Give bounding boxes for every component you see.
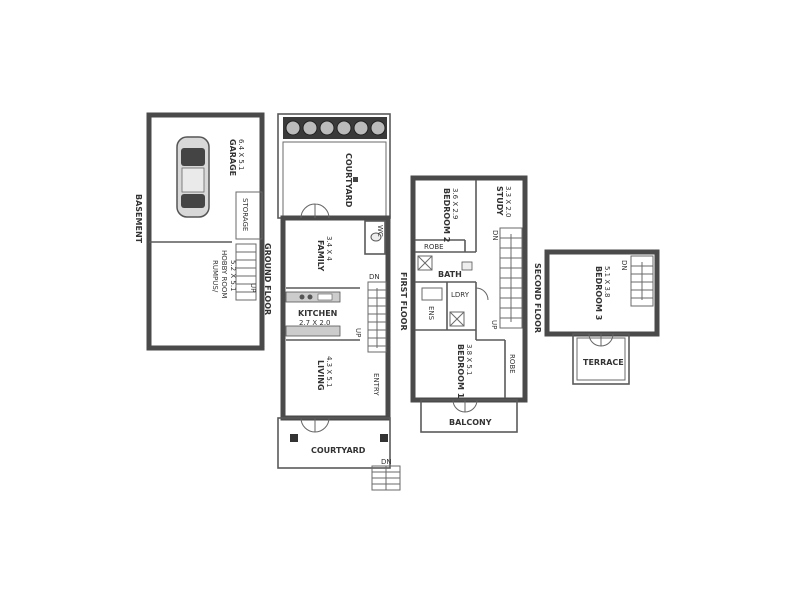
label-family-size: 3.4 X 4 (325, 236, 333, 261)
ground-floor-plan: GROUND FLOOR COURTYARD FAMILY 3.4 X 4 WC… (263, 113, 401, 491)
first-floor-stair (499, 227, 523, 329)
stair-up-first: UP (490, 320, 498, 329)
label-bedroom2-size: 3.6 X 2.9 (451, 188, 459, 220)
stair-dn-first: DN (491, 230, 499, 241)
ground-stair (367, 281, 387, 353)
second-floor-plan: SECOND FLOOR BEDROOM 3 5.1 X 3.8 DN TERR… (533, 249, 660, 385)
label-bedroom1-size: 3.8 X 5.1 (465, 344, 473, 376)
label-kitchen: KITCHEN (298, 309, 337, 318)
planter-row (283, 117, 387, 139)
label-robe-upper: ROBE (424, 243, 444, 251)
label-entry: ENTRY (372, 373, 380, 396)
stair-up-basement: UP (249, 283, 257, 292)
label-rumpus-2: HOBBY ROOM (220, 250, 228, 298)
stair-up-ground: UP (354, 328, 362, 337)
label-ldry: LDRY (451, 291, 470, 299)
stair-dn-ground-bottom: DN (381, 458, 392, 466)
label-bedroom2: BEDROOM 2 (442, 188, 451, 242)
basement-plan: BASEMENT GARAGE 6.4 X 5.1 STORAGE RUMPUS… (134, 112, 265, 351)
label-bath: BATH (438, 270, 462, 279)
label-courtyard-bottom: COURTYARD (311, 446, 366, 455)
label-study-size: 3.3 X 2.0 (504, 186, 512, 218)
label-terrace: TERRACE (583, 358, 624, 367)
label-family: FAMILY (316, 240, 325, 272)
stair-dn-ground: DN (369, 273, 380, 281)
basement-stair (235, 243, 257, 301)
label-wc: WC (376, 225, 384, 237)
label-study: STUDY (495, 186, 504, 216)
label-living: LIVING (316, 360, 325, 391)
label-living-size: 4.3 X 5.1 (325, 356, 333, 388)
label-storage: STORAGE (241, 198, 249, 231)
label-basement: BASEMENT (134, 194, 143, 244)
label-ground-floor: GROUND FLOOR (263, 243, 272, 315)
label-bedroom1: BEDROOM 1 (456, 344, 465, 399)
first-floor-plan: FIRST FLOOR BEDROOM 2 3.6 X 2.9 STUDY 3.… (399, 175, 528, 433)
label-rumpus-size: 5.2 X 5.1 (229, 260, 237, 292)
car-icon (176, 136, 210, 218)
label-second-floor: SECOND FLOOR (533, 263, 542, 333)
second-floor-stair (630, 255, 654, 307)
label-ens: ENS (427, 306, 435, 321)
label-rumpus: RUMPUS/ (211, 260, 219, 293)
label-garage-size: 6.4 X 5.1 (237, 139, 245, 171)
label-bedroom3: BEDROOM 3 (594, 266, 603, 320)
label-courtyard-top: COURTYARD (344, 153, 353, 208)
stair-dn-second: DN (620, 260, 628, 271)
label-garage: GARAGE (228, 139, 237, 176)
label-robe-lower: ROBE (508, 354, 516, 374)
label-first-floor: FIRST FLOOR (399, 272, 408, 331)
label-kitchen-size: 2.7 X 2.0 (299, 319, 331, 327)
label-balcony: BALCONY (449, 418, 492, 427)
label-bedroom3-size: 5.1 X 3.8 (603, 266, 611, 298)
